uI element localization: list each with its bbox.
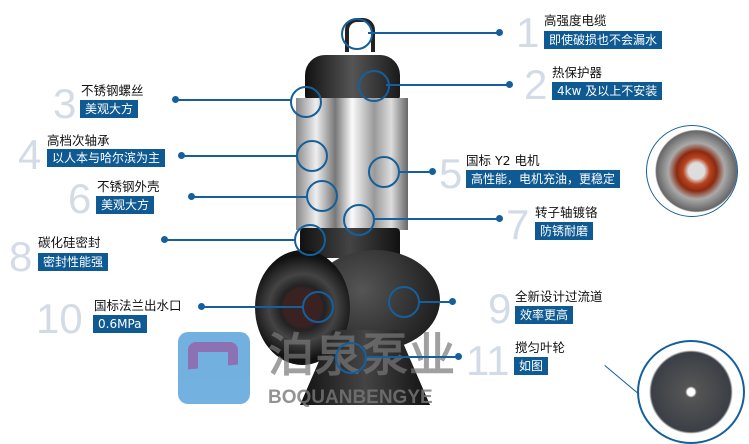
callout-number-7: 7 [506, 201, 530, 248]
leader-dot-7 [496, 215, 503, 222]
callout-number-6: 6 [68, 175, 92, 222]
leader-line-9 [418, 301, 452, 303]
leader-dot-2 [506, 81, 513, 88]
impeller-inset-image [637, 340, 745, 444]
leader-dot-11 [455, 353, 462, 360]
leader-line-3 [175, 99, 291, 101]
leader-line-1 [368, 32, 498, 34]
callout-number-5: 5 [439, 150, 463, 197]
ring-7 [343, 204, 375, 236]
leader-line-6 [191, 196, 307, 198]
callout-number-11: 11 [466, 337, 510, 384]
ring-4 [296, 140, 328, 172]
callout-number-4: 4 [18, 131, 42, 178]
callout-title-5: 国标 Y2 电机 [466, 153, 540, 168]
callout-tag-9: 效率更高 [515, 306, 574, 324]
ring-6 [306, 180, 338, 212]
callout-tag-8: 密封性能强 [38, 253, 109, 271]
callout-number-10: 10 [36, 295, 83, 342]
leader-dot-10 [198, 303, 205, 310]
ring-8 [294, 224, 326, 256]
callout-tag-5: 高性能，电机充油，更稳定 [466, 170, 621, 188]
callout-title-11: 搅匀叶轮 [515, 340, 566, 355]
callout-title-1: 高强度电缆 [544, 13, 607, 28]
callout-title-3: 不锈钢螺丝 [81, 83, 144, 98]
callout-tag-4: 以人本与哈尔滨为主 [47, 149, 166, 167]
leader-line-10 [201, 306, 303, 308]
callout-tag-10: 0.6MPa [93, 315, 147, 333]
callout-title-10: 国标法兰出水口 [94, 298, 182, 313]
callout-tag-2: 4kw 及以上不安装 [552, 82, 663, 100]
callout-title-2: 热保护器 [552, 65, 603, 80]
callout-number-3: 3 [53, 80, 77, 127]
callout-tag-6: 美观大方 [96, 196, 155, 214]
motor-inset-image [646, 125, 738, 217]
leader-dot-6 [188, 193, 195, 200]
ring-10 [302, 291, 334, 323]
leader-line-8 [164, 239, 295, 241]
callout-tag-7: 防锈耐磨 [535, 222, 594, 240]
ring-9 [388, 286, 420, 318]
ring-1 [341, 18, 373, 50]
leader-dot-4 [178, 152, 185, 159]
callout-tag-11: 如图 [514, 357, 549, 375]
impeller-connector [604, 365, 640, 395]
leader-dot-9 [449, 298, 456, 305]
leader-line-2 [386, 84, 508, 86]
callout-tag-1: 即使破损也不会漏水 [544, 31, 663, 49]
callout-number-9: 9 [488, 285, 512, 332]
ring-11 [335, 342, 367, 374]
ring-2 [358, 70, 390, 102]
leader-line-7 [373, 218, 498, 220]
leader-dot-8 [161, 236, 168, 243]
leader-line-5 [398, 171, 432, 173]
leader-line-11 [365, 356, 457, 358]
callout-title-9: 全新设计过流道 [515, 289, 603, 304]
callout-number-1: 1 [516, 9, 540, 56]
callout-tag-3: 美观大方 [80, 100, 139, 118]
callout-title-6: 不锈钢外壳 [97, 179, 160, 194]
callout-title-4: 高档次轴承 [47, 133, 110, 148]
callout-number-8: 8 [9, 233, 33, 280]
callout-number-2: 2 [524, 61, 548, 108]
leader-dot-3 [172, 96, 179, 103]
leader-dot-5 [429, 168, 436, 175]
callout-title-8: 碳化硅密封 [38, 235, 101, 250]
leader-line-4 [181, 155, 297, 157]
brand-logo [178, 332, 250, 404]
ring-5 [368, 156, 400, 188]
watermark-en: BOQUANBENGYE [268, 387, 433, 408]
callout-title-7: 转子轴镀铬 [535, 205, 598, 220]
leader-dot-1 [496, 29, 503, 36]
ring-3 [290, 86, 322, 118]
